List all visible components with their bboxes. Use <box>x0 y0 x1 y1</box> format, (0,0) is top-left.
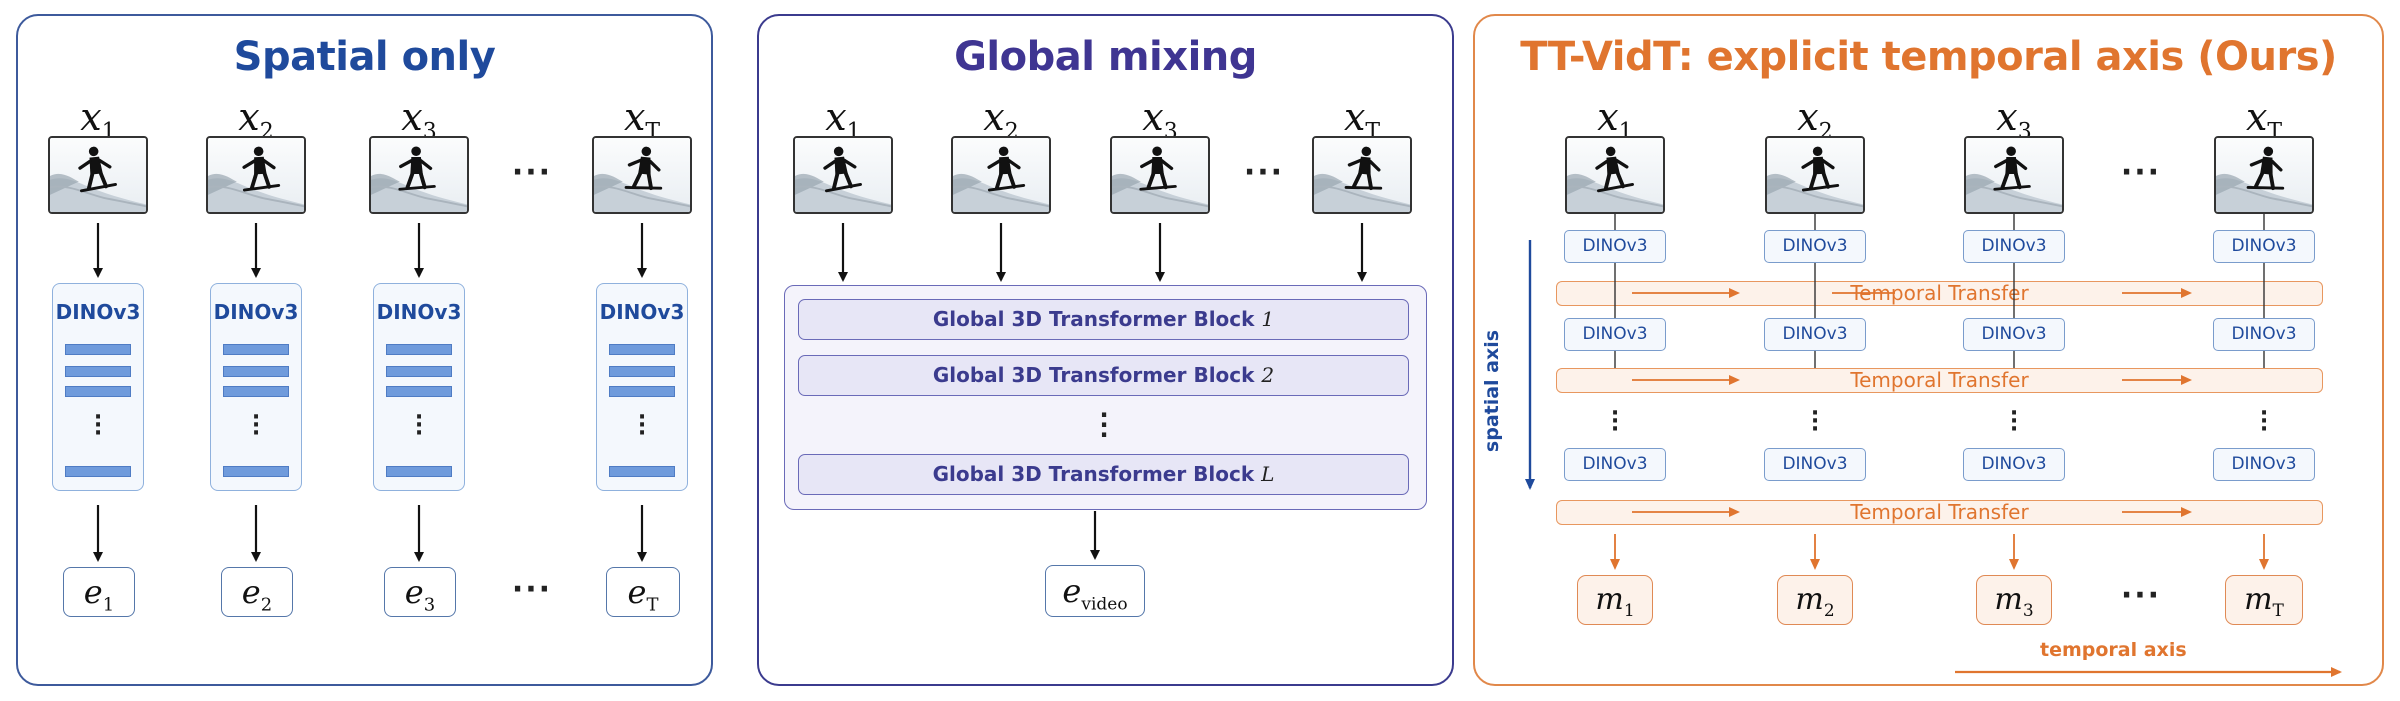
output-embedding-e1: e1 <box>63 567 135 617</box>
snowboarder-thumbnail-icon <box>1765 136 1865 214</box>
encoder-layer <box>65 386 131 397</box>
encoder-layer <box>223 386 289 397</box>
output-memory-m1: m1 <box>1577 575 1653 625</box>
output-memory-m3: m3 <box>1976 575 2052 625</box>
output-ellipsis: ··· <box>511 572 553 607</box>
encoder-layer <box>65 366 131 377</box>
encoder-layer <box>223 366 289 377</box>
dinov3-encoder-stack: DINOv3 ··· <box>596 283 688 491</box>
dinov3-block: DINOv3 <box>1564 318 1666 351</box>
dinov3-encoder-stack: DINOv3 ··· <box>210 283 302 491</box>
encoder-layer <box>609 466 675 477</box>
snowboarder-thumbnail-icon <box>592 136 692 214</box>
frame-ellipsis: ··· <box>511 155 553 190</box>
panel-title-ttvidt: TT-VidT: explicit temporal axis (Ours) <box>1520 34 2337 80</box>
vertical-ellipsis: ··· <box>93 405 103 446</box>
encoder-layer <box>65 466 131 477</box>
output-ellipsis: ··· <box>2120 578 2162 613</box>
vertical-ellipsis: ··· <box>2009 401 2019 442</box>
encoder-label: DINOv3 <box>599 300 685 324</box>
global-transformer-block-L: Global 3D Transformer Block L <box>798 454 1409 495</box>
snowboarder-thumbnail-icon <box>951 136 1051 214</box>
encoder-layer <box>609 344 675 355</box>
temporal-transfer-bar: Temporal Transfer <box>1556 500 2323 525</box>
snowboarder-thumbnail-icon <box>48 136 148 214</box>
vertical-ellipsis: ··· <box>2259 401 2269 442</box>
global-transformer-block-2: Global 3D Transformer Block 2 <box>798 355 1409 396</box>
dinov3-block: DINOv3 <box>1764 230 1866 263</box>
temporal-axis-label: temporal axis <box>2040 639 2187 661</box>
vertical-ellipsis: ··· <box>1810 401 1820 442</box>
dinov3-block: DINOv3 <box>1963 448 2065 481</box>
output-memory-m2: m2 <box>1777 575 1853 625</box>
encoder-layer <box>386 344 452 355</box>
dinov3-block: DINOv3 <box>2213 230 2315 263</box>
vertical-ellipsis: ··· <box>251 405 261 446</box>
output-embedding-video: evideo <box>1045 565 1145 617</box>
encoder-layer <box>386 386 452 397</box>
encoder-layer <box>386 466 452 477</box>
frame-ellipsis: ··· <box>1243 155 1285 190</box>
output-embedding-e3: e3 <box>384 567 456 617</box>
temporal-transfer-bar: Temporal Transfer <box>1556 368 2323 393</box>
encoder-label: DINOv3 <box>376 300 462 324</box>
dinov3-encoder-stack: DINOv3 ··· <box>373 283 465 491</box>
output-memory-mT: mT <box>2225 575 2303 625</box>
dinov3-encoder-stack: DINOv3 ··· <box>52 283 144 491</box>
dinov3-block: DINOv3 <box>1963 230 2065 263</box>
global-transformer-block-1: Global 3D Transformer Block 1 <box>798 299 1409 340</box>
snowboarder-thumbnail-icon <box>2214 136 2314 214</box>
dinov3-block: DINOv3 <box>1564 230 1666 263</box>
dinov3-block: DINOv3 <box>2213 318 2315 351</box>
vertical-ellipsis: ··· <box>1610 401 1620 442</box>
encoder-layer <box>386 366 452 377</box>
vertical-ellipsis: ··· <box>637 405 647 446</box>
snowboarder-thumbnail-icon <box>369 136 469 214</box>
panel-title-global-mixing: Global mixing <box>954 34 1257 80</box>
dinov3-block: DINOv3 <box>1963 318 2065 351</box>
encoder-layer <box>223 344 289 355</box>
dinov3-block: DINOv3 <box>1764 318 1866 351</box>
output-embedding-eT: eT <box>606 567 680 617</box>
encoder-layer <box>609 386 675 397</box>
encoder-layer <box>223 466 289 477</box>
spatial-axis-label: spatial axis <box>1481 329 1503 453</box>
snowboarder-thumbnail-icon <box>1312 136 1412 214</box>
output-embedding-e2: e2 <box>221 567 293 617</box>
temporal-transfer-bar: Temporal Transfer <box>1556 281 2323 306</box>
snowboarder-thumbnail-icon <box>1964 136 2064 214</box>
frame-ellipsis: ··· <box>2120 155 2162 190</box>
dinov3-block: DINOv3 <box>1764 448 1866 481</box>
panel-title-spatial-only: Spatial only <box>233 34 496 80</box>
snowboarder-thumbnail-icon <box>1565 136 1665 214</box>
encoder-layer <box>65 344 131 355</box>
snowboarder-thumbnail-icon <box>206 136 306 214</box>
snowboarder-thumbnail-icon <box>793 136 893 214</box>
encoder-label: DINOv3 <box>55 300 141 324</box>
dinov3-block: DINOv3 <box>1564 448 1666 481</box>
snowboarder-thumbnail-icon <box>1110 136 1210 214</box>
vertical-ellipsis: ··· <box>414 405 424 446</box>
encoder-label: DINOv3 <box>213 300 299 324</box>
dinov3-block: DINOv3 <box>2213 448 2315 481</box>
vertical-ellipsis: ··· <box>1099 401 1109 449</box>
encoder-layer <box>609 366 675 377</box>
